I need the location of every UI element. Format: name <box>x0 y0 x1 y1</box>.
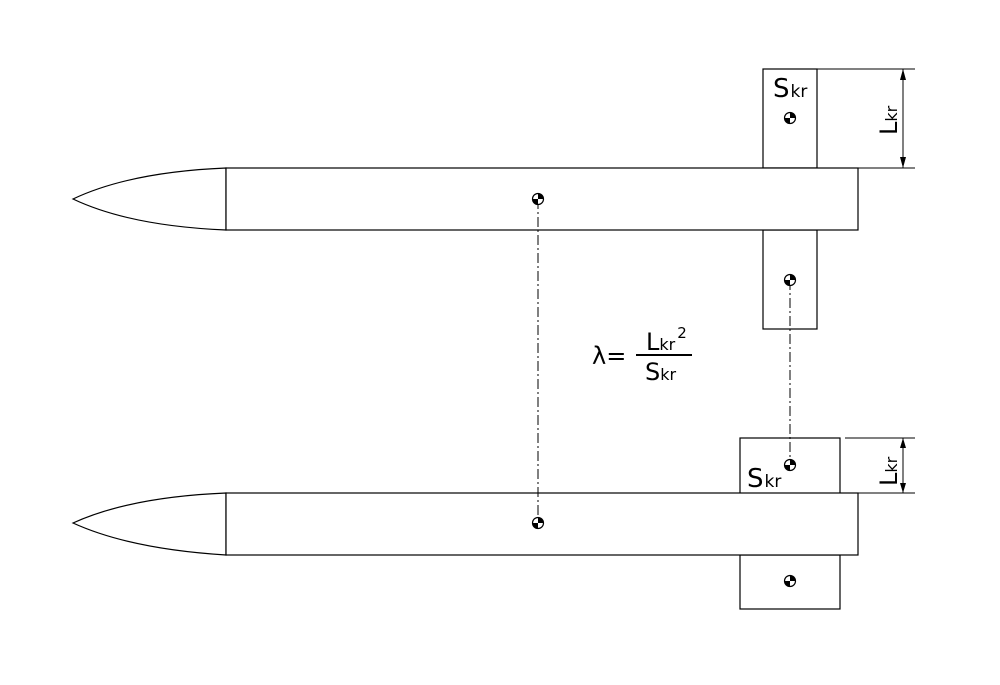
top-fin-area-label: Skr <box>773 74 807 104</box>
bottom-span-dimension <box>845 437 915 494</box>
top-span-dimension <box>817 68 915 169</box>
bottom-body-cg-icon <box>531 516 545 530</box>
top-body-cg-icon <box>531 192 545 206</box>
top-upper-fin-cg-icon <box>783 111 797 125</box>
top-lower-fin-cg-icon <box>783 273 797 287</box>
formula-lhs: λ= <box>592 342 626 370</box>
top-rocket-nose-cone <box>71 167 227 231</box>
bottom-lower-fin-cg-icon <box>783 574 797 588</box>
formula-denominator: Skr <box>645 358 677 386</box>
top-fin-span-label: Lkr <box>875 105 903 135</box>
bottom-rocket <box>71 437 859 610</box>
formula-numerator: Lkr2 <box>646 324 687 356</box>
aspect-ratio-formula: λ= Lkr2 Skr <box>592 324 692 386</box>
bottom-rocket-nose-cone <box>71 492 227 556</box>
bottom-upper-fin-cg-icon <box>783 458 797 472</box>
bottom-fin-area-label: Skr <box>747 464 781 494</box>
top-rocket <box>71 68 859 330</box>
bottom-fin-span-label: Lkr <box>875 456 903 486</box>
